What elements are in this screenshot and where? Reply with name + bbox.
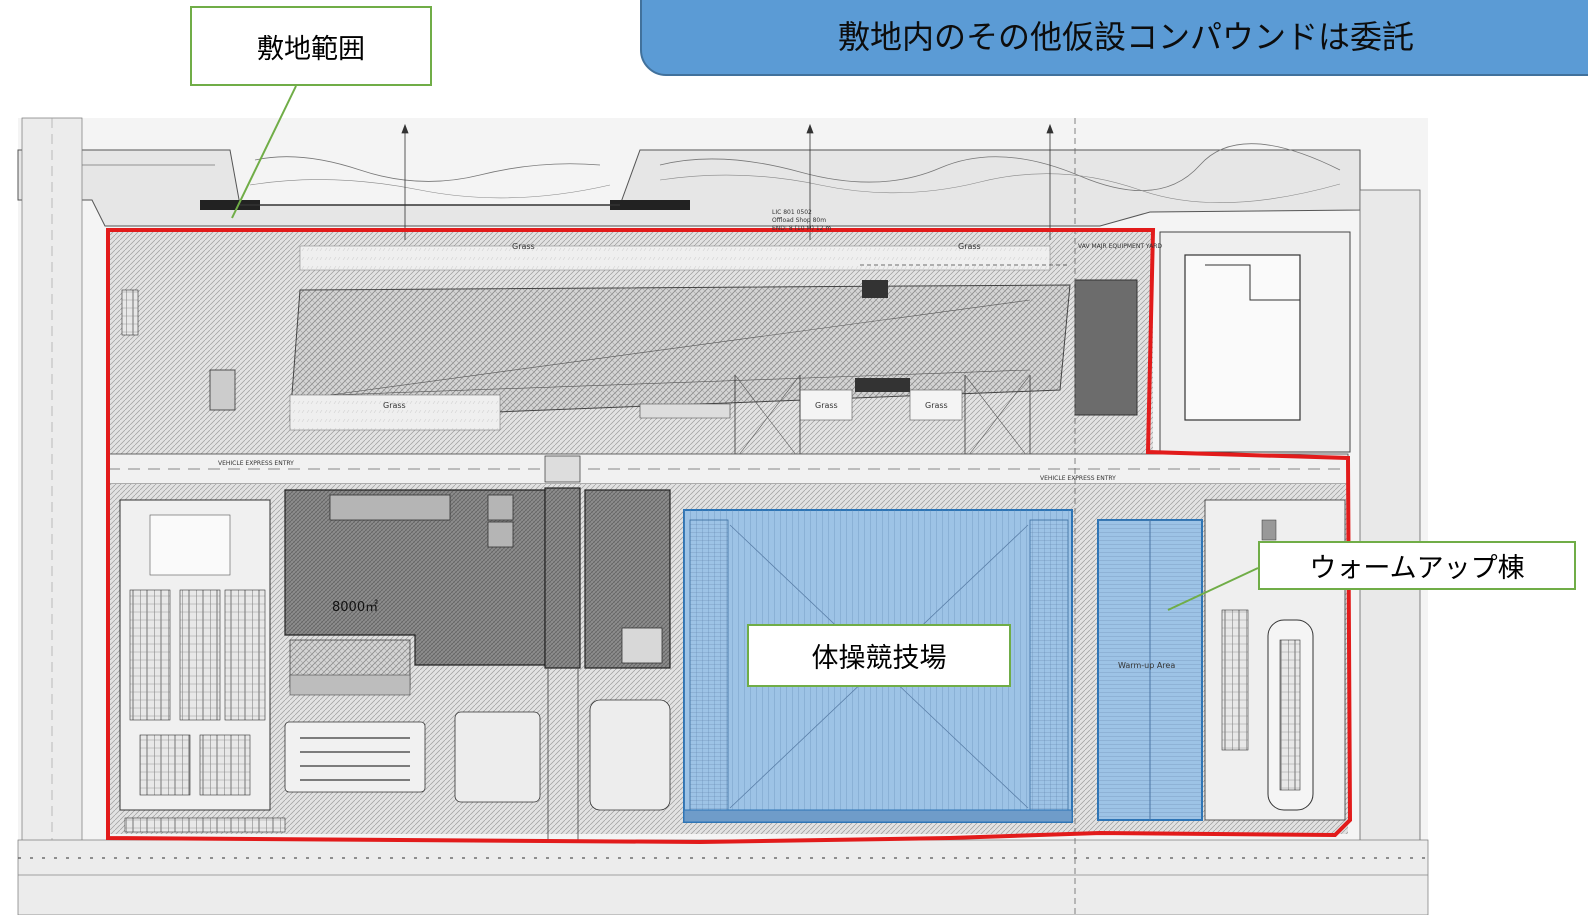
grid-lines	[401, 118, 1076, 915]
grass-label-4: Grass	[815, 401, 838, 410]
gymnastics-venue-callout-text: 体操競技場	[811, 643, 947, 674]
north-zone	[108, 232, 1153, 500]
site-boundary-callout-text: 敷地範囲	[257, 33, 365, 65]
central-corridor	[544, 487, 581, 669]
banner-text: 敷地内のその他仮設コンパウンドは委託	[838, 18, 1415, 56]
grass-label-3: Grass	[383, 401, 406, 410]
warmup-building-callout: ウォームアップ棟	[1258, 541, 1576, 590]
info-banner: 敷地内のその他仮設コンパウンドは委託	[640, 0, 1588, 76]
west-parking	[119, 499, 286, 833]
embankment-strip	[17, 143, 1361, 227]
grass-label-1: Grass	[512, 242, 535, 251]
warmup-leader-line	[1167, 567, 1259, 611]
site-leader-line	[231, 85, 297, 219]
area-8000-label: 8000㎡	[332, 600, 378, 615]
site-boundary-line	[106, 228, 1353, 845]
south-loops	[284, 668, 671, 840]
warmup-building	[1097, 519, 1203, 821]
warmup-area-label: Warm-up Area	[1118, 661, 1175, 670]
warmup-building-callout-text: ウォームアップ棟	[1309, 553, 1525, 584]
lic-note-label: LIC 801 0502	[772, 209, 812, 216]
gymnastics-venue-callout: 体操競技場	[747, 624, 1011, 687]
offload-label: Offload Shop 80m	[772, 217, 826, 224]
vehicle-entry-label: VEHICLE EXPRESS ENTRY	[218, 460, 294, 467]
compound-8000	[284, 489, 546, 696]
south-road	[17, 839, 1429, 915]
grass-label-2: Grass	[958, 242, 981, 251]
vehicle-entry-label-2: VEHICLE EXPRESS ENTRY	[1040, 475, 1116, 482]
grass-label-5: Grass	[925, 401, 948, 410]
internal-road	[107, 453, 1349, 485]
equipment-yard-label: VAV MAJR EQUIPMENT YARD	[1078, 243, 1162, 250]
adjacent-building	[1159, 189, 1421, 891]
end-label: END: 8 (10 M) 12 m	[772, 225, 831, 232]
site-boundary-callout: 敷地範囲	[190, 6, 432, 86]
